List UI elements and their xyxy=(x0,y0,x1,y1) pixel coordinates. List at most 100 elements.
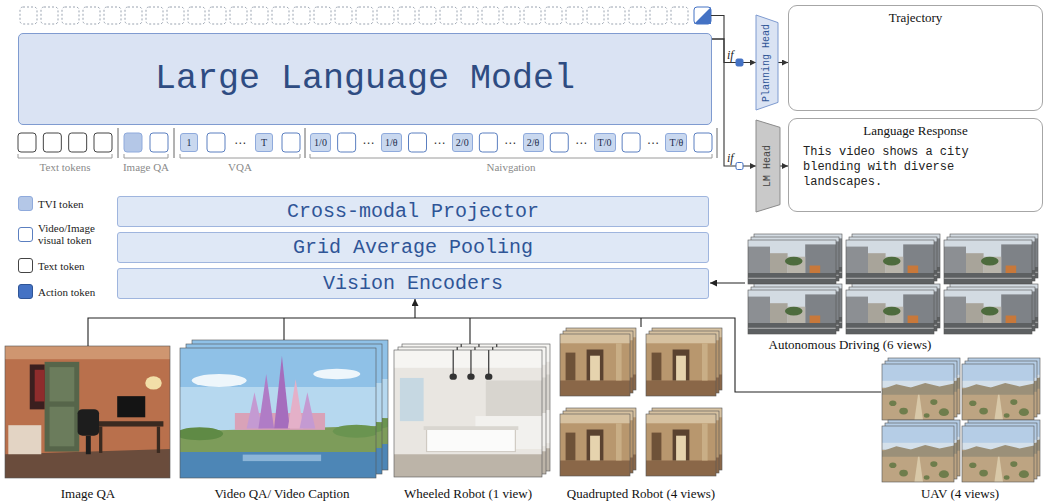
connector xyxy=(778,62,788,63)
output-token xyxy=(104,7,121,24)
scene-shape xyxy=(560,461,630,477)
scene-shape xyxy=(566,353,576,381)
picture-frame xyxy=(748,240,836,284)
scene-shape xyxy=(1010,399,1017,405)
feed-tick xyxy=(469,318,470,344)
scene-shape xyxy=(176,427,223,440)
picture-frame xyxy=(846,290,934,334)
picture-frame xyxy=(846,240,934,284)
encoder-band: Grid Average Pooling xyxy=(117,232,709,263)
node-label: Language Response xyxy=(863,123,967,139)
scene-shape xyxy=(424,426,519,430)
feed-arrow xyxy=(710,282,745,283)
scene-shape xyxy=(930,399,937,405)
scene-shape xyxy=(616,343,622,380)
node-label: 1/θ xyxy=(385,138,398,148)
scene-shape xyxy=(846,297,868,323)
scene-shape xyxy=(1001,244,1032,273)
scene-shape xyxy=(944,240,1032,284)
output-token xyxy=(566,7,583,24)
scene-shape xyxy=(1004,413,1010,417)
output-token xyxy=(41,7,58,24)
scene-shape xyxy=(846,273,934,284)
scene-shape xyxy=(785,257,803,266)
scene-shape xyxy=(467,373,474,379)
scene-shape xyxy=(394,350,542,477)
scene-shape xyxy=(994,457,1003,482)
scene-shape xyxy=(1010,461,1017,467)
group-separator xyxy=(305,128,306,158)
scene-shape xyxy=(944,273,1032,284)
lm-head: LM Head xyxy=(756,120,780,212)
ellipsis: ⋯ xyxy=(234,136,246,150)
scene-shape xyxy=(882,445,954,457)
text-token xyxy=(94,133,112,152)
frame-border xyxy=(944,240,1032,284)
node-label: 2/0 xyxy=(456,138,469,148)
output-token xyxy=(524,7,541,24)
response-text: This video shows a city blending with di… xyxy=(803,145,1013,190)
scene-shape xyxy=(587,350,604,381)
scene-shape xyxy=(180,452,376,478)
scene-shape xyxy=(35,370,45,402)
feed-tick xyxy=(640,318,641,327)
scene-shape xyxy=(966,303,984,323)
encoder-band: Cross-modal Projector xyxy=(117,196,709,227)
head-outline xyxy=(756,120,780,212)
ellipsis: ⋯ xyxy=(433,136,445,150)
legend-entry: TVI token xyxy=(18,196,112,211)
scene-shape xyxy=(1006,266,1017,273)
planning-head: Planning Head xyxy=(756,15,778,110)
legend-text: Video/Image visual token xyxy=(38,222,112,246)
group-label: Text tokens xyxy=(40,161,91,173)
node-label: 2/θ xyxy=(527,138,540,148)
visual-token xyxy=(694,133,712,152)
scene-shape xyxy=(994,395,1003,420)
node-label: 1/0 xyxy=(314,138,327,148)
scene-shape xyxy=(846,277,934,279)
scene-shape xyxy=(962,364,1034,388)
source-caption: Wheeled Robot (1 view) xyxy=(404,486,532,502)
scene-shape xyxy=(810,266,821,273)
output-token xyxy=(482,7,499,24)
scene-shape xyxy=(394,350,542,368)
source-caption: Image QA xyxy=(61,486,116,502)
trajectory-output: Trajectory xyxy=(788,5,1043,111)
scene-shape xyxy=(673,350,690,381)
node-label: Trajectory xyxy=(889,10,943,26)
output-token xyxy=(671,7,688,24)
scene-shape xyxy=(673,430,690,461)
scene-shape xyxy=(748,297,770,323)
scene-shape xyxy=(846,290,934,334)
action-token-fill xyxy=(694,7,711,24)
indexed-token: 1/0 xyxy=(310,133,331,152)
scene-shape xyxy=(560,334,630,343)
scene-shape xyxy=(30,364,45,409)
frame-border xyxy=(962,364,1034,420)
scene-shape xyxy=(243,455,321,462)
node-label: LM Head xyxy=(763,145,773,187)
scene-shape xyxy=(560,381,630,397)
scene-shape xyxy=(969,462,976,468)
input-feed-lines xyxy=(88,283,881,392)
output-token xyxy=(398,7,415,24)
scene-shape xyxy=(962,426,1034,450)
scene-shape xyxy=(288,379,304,428)
tvi-token xyxy=(124,133,142,152)
legend-text: Text token xyxy=(38,260,112,272)
scene-shape xyxy=(470,350,471,375)
scene-shape xyxy=(5,346,170,359)
picture-frame xyxy=(882,364,954,420)
scene-shape xyxy=(702,423,708,460)
output-token xyxy=(125,7,142,24)
scene-shape xyxy=(676,436,686,461)
scene-shape xyxy=(748,290,836,334)
scene-shape xyxy=(566,433,576,461)
output-token xyxy=(335,7,352,24)
scene-shape xyxy=(930,461,937,467)
indexed-token: 1 xyxy=(180,133,198,152)
language-response: Language ResponseThis video shows a city… xyxy=(788,118,1043,212)
ellipsis: ⋯ xyxy=(362,136,374,150)
scene-shape xyxy=(86,436,91,454)
source-caption: UAV (4 views) xyxy=(921,486,999,502)
